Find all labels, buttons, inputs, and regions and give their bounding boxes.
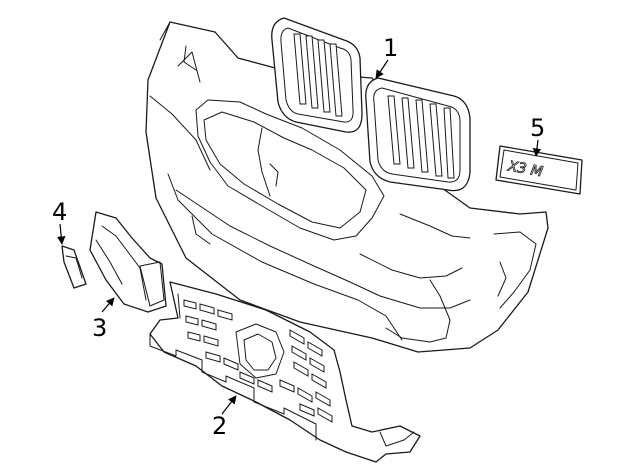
callout-label-4: 4	[52, 198, 67, 226]
callout-3: 3	[92, 297, 115, 342]
callout-5: 5	[530, 114, 545, 157]
kidney-grille-left	[271, 17, 363, 133]
callout-label-5: 5	[530, 114, 545, 142]
callout-2: 2	[212, 395, 237, 440]
rear-badge: X3 M	[495, 145, 583, 195]
kidney-grille-right	[365, 77, 471, 192]
callout-1: 1	[375, 34, 398, 79]
lower-grille-undertray	[149, 281, 421, 463]
side-air-duct	[89, 211, 167, 313]
callout-label-1: 1	[383, 34, 398, 62]
badge-lettering: X3 M	[506, 158, 544, 180]
bumper-cover	[145, 21, 549, 353]
callout-label-3: 3	[92, 314, 107, 342]
callout-4: 4	[52, 198, 67, 245]
callout-label-2: 2	[212, 412, 227, 440]
mesh-slots	[183, 299, 333, 423]
small-bracket	[61, 245, 87, 289]
